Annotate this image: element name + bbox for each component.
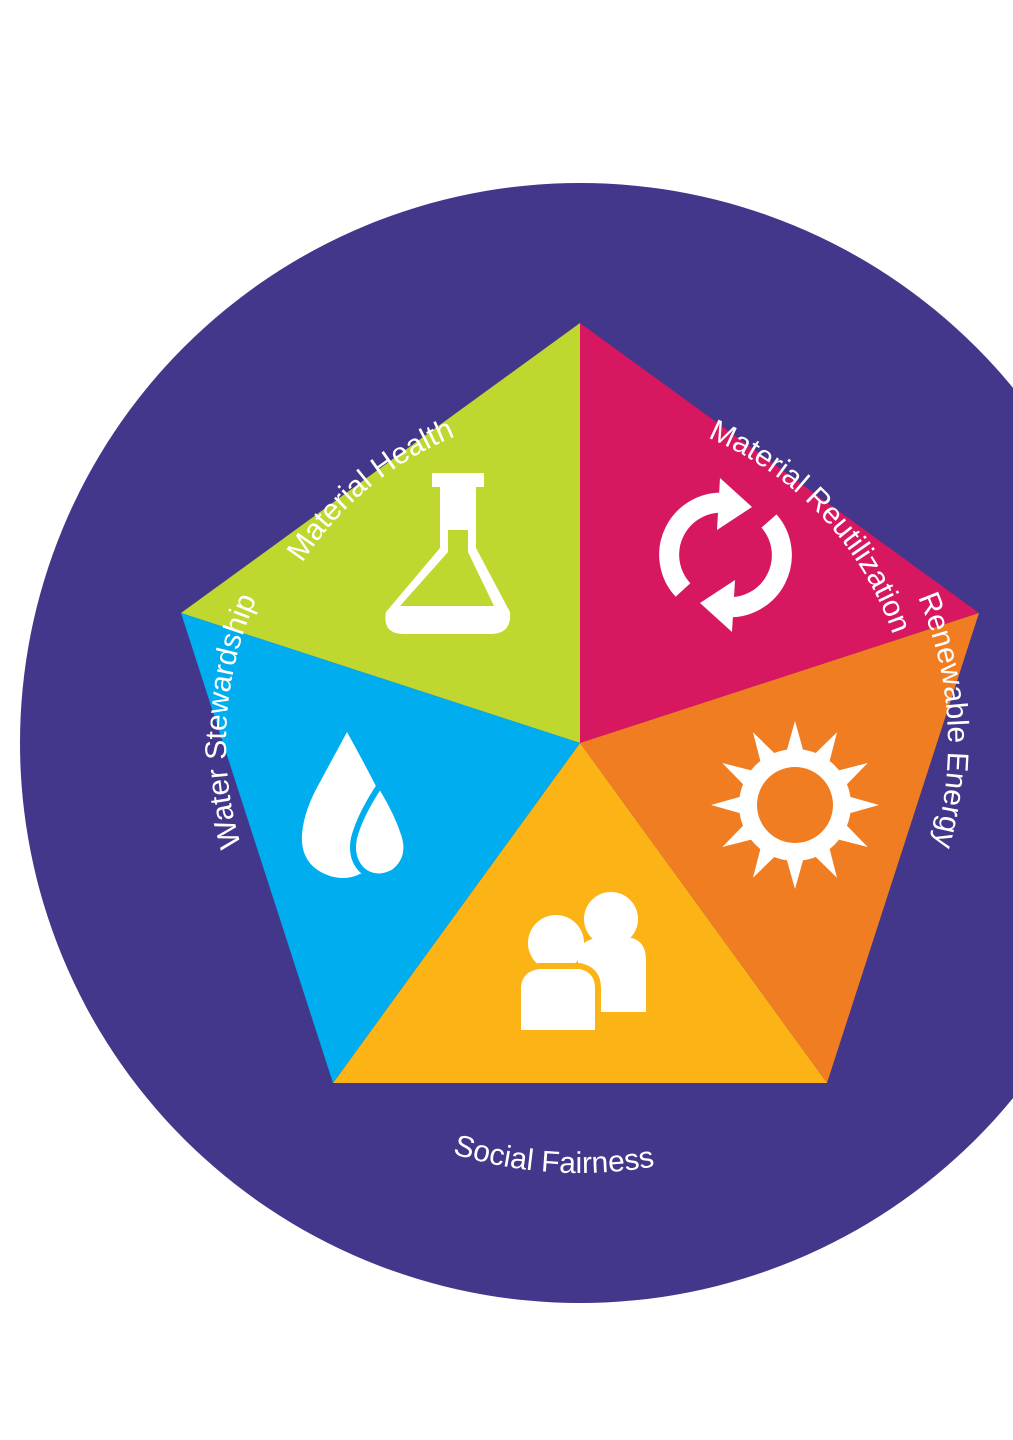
water-drops-icon — [301, 732, 410, 880]
segment-material-health[interactable] — [181, 323, 580, 743]
sun-ray — [786, 721, 804, 752]
people-icon — [515, 892, 646, 1036]
recycle-arrows-icon — [659, 478, 792, 632]
sun-icon — [711, 721, 879, 889]
sun-ray — [711, 796, 742, 814]
sun-ray — [786, 858, 804, 889]
flask-icon — [385, 473, 511, 634]
sun-ray — [848, 796, 879, 814]
segment-social-fairness[interactable] — [333, 743, 827, 1083]
